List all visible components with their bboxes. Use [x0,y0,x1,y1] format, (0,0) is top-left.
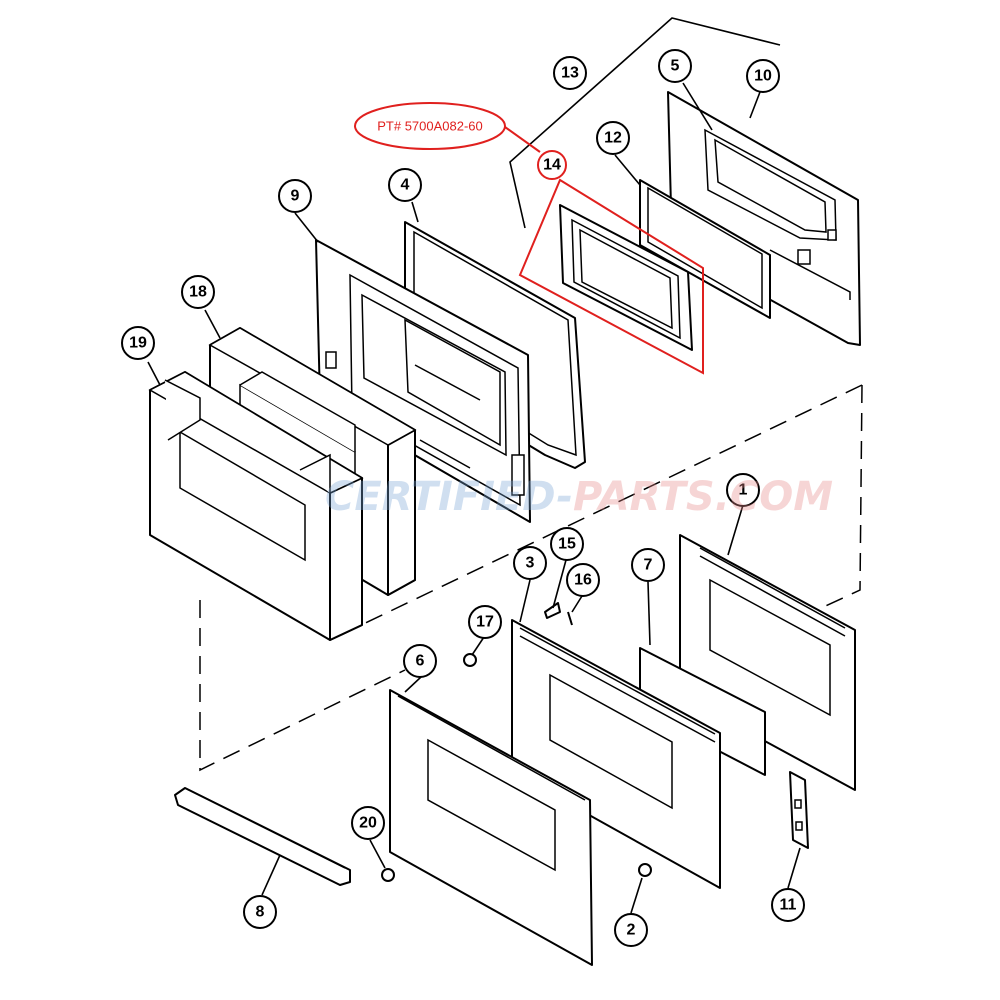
part-19-insulation-front [148,371,364,641]
callout-3: 3 [513,546,547,580]
callout-11-circle [771,888,805,922]
callout-8: 8 [243,895,277,929]
highlight-outline [518,178,704,375]
callout-5: 5 [658,49,692,83]
callout-19-label: 19 [129,335,147,352]
callout-1: 1 [726,473,760,507]
callout-4-circle [388,168,422,202]
part-15-clip [544,602,561,619]
part-20-nut [381,868,395,882]
callout-10-label: 10 [754,68,772,85]
callout-6: 6 [403,644,437,678]
callout-17-circle [468,605,502,639]
callout-16-label: 16 [574,572,592,589]
part-10-door-liner [667,91,861,346]
watermark-part-a: CERTIFIED- [325,474,573,520]
leader-lines [147,82,801,914]
part-6-outer-door-panel [389,689,593,966]
part-17-nut [463,653,477,667]
callout-15: 15 [550,527,584,561]
callout-2: 2 [614,913,648,947]
highlight-leader [504,126,541,153]
callout-9: 9 [278,179,312,213]
callout-20-label: 20 [359,815,377,832]
callout-13: 13 [553,56,587,90]
callout-10: 10 [746,59,780,93]
callout-14-circle [537,150,567,180]
assembly-boundary [199,384,863,772]
callout-7-circle [631,548,665,582]
callout-18-circle [181,275,215,309]
part-12-glass-panel [639,179,771,319]
watermark: CERTIFIED-PARTS.COM [325,474,833,520]
part-number-label: PT# 5700A082-60 [377,119,483,134]
callout-4-label: 4 [401,177,410,194]
part-number-ellipse [354,102,506,150]
callout-9-label: 9 [291,188,300,205]
callout-7-label: 7 [644,557,653,574]
part-11-hinge [789,771,809,849]
part-2-nut [638,863,652,877]
part-16-screw [567,611,573,626]
callout-16: 16 [566,563,600,597]
callout-5-circle [658,49,692,83]
callout-1-circle [726,473,760,507]
callout-17-label: 17 [476,614,494,631]
callout-4: 4 [388,168,422,202]
callout-7: 7 [631,548,665,582]
callout-3-circle [513,546,547,580]
part-1-outer-door-frame [679,534,856,791]
callout-12: 12 [596,121,630,155]
part-8-door-handle [174,787,351,886]
callout-11-label: 11 [780,897,797,914]
callout-15-circle [550,527,584,561]
callout-3-label: 3 [526,555,535,572]
part-3-door-inner-frame [511,619,721,889]
callout-19-circle [121,326,155,360]
callout-18-label: 18 [189,284,207,301]
callout-19: 19 [121,326,155,360]
callout-8-circle [243,895,277,929]
callout-18: 18 [181,275,215,309]
watermark-part-b: PARTS.COM [573,474,833,520]
callout-2-circle [614,913,648,947]
callout-2-label: 2 [627,922,636,939]
part-9-inner-door-panel [315,239,531,523]
callout-6-label: 6 [416,653,425,670]
callout-16-circle [566,563,600,597]
callout-17: 17 [468,605,502,639]
callout-11: 11 [771,888,805,922]
part-13-frame-line [509,17,781,229]
callout-13-circle [553,56,587,90]
callout-12-label: 12 [604,130,622,147]
callout-15-label: 15 [558,536,576,553]
callout-14-label: 14 [543,157,561,174]
callout-20: 20 [351,806,385,840]
callout-5-label: 5 [671,58,680,75]
callout-12-circle [596,121,630,155]
callout-20-circle [351,806,385,840]
callout-10-circle [746,59,780,93]
callout-13-label: 13 [561,65,579,82]
part-14-window-frame [559,204,693,351]
callout-6-circle [403,644,437,678]
highlight-group: PT# 5700A082-60 14 [354,102,704,375]
callout-1-label: 1 [739,482,748,499]
callout-8-label: 8 [256,904,265,921]
callout-9-circle [278,179,312,213]
